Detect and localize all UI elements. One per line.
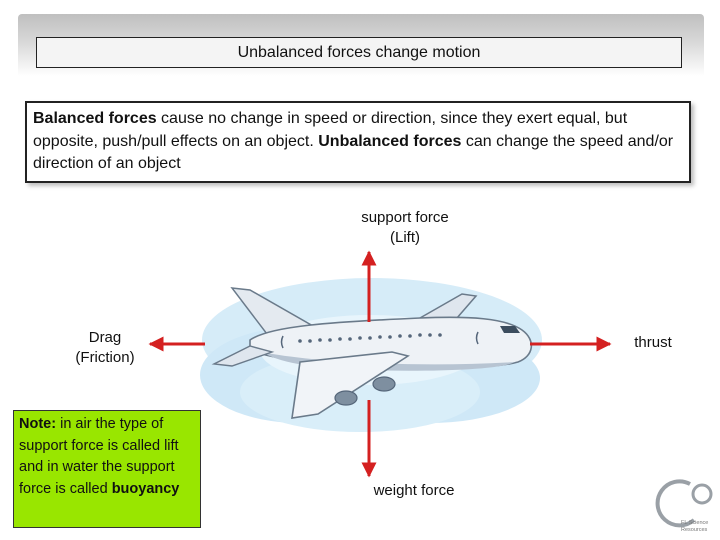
- thrust-label: thrust: [618, 333, 688, 353]
- note-lead: Note:: [19, 416, 56, 432]
- drag-label-line1: Drag: [50, 328, 160, 348]
- logo-text-2: Resources: [681, 527, 708, 533]
- publisher-logo: FL Science Resources: [658, 481, 711, 533]
- drag-label: Drag (Friction): [50, 328, 160, 368]
- thrust-label-text: thrust: [634, 334, 672, 351]
- lift-label: support force (Lift): [335, 208, 475, 248]
- note-box: Note: in air the type of support force i…: [13, 410, 201, 528]
- logo-text-1: FL Science: [681, 520, 708, 526]
- note-term-buoyancy: buoyancy: [112, 481, 180, 497]
- weight-label: weight force: [350, 481, 478, 501]
- lift-label-line1: support force: [335, 208, 475, 228]
- weight-label-text: weight force: [374, 482, 455, 499]
- drag-label-line2: (Friction): [50, 348, 160, 368]
- lift-label-line2: (Lift): [335, 228, 475, 248]
